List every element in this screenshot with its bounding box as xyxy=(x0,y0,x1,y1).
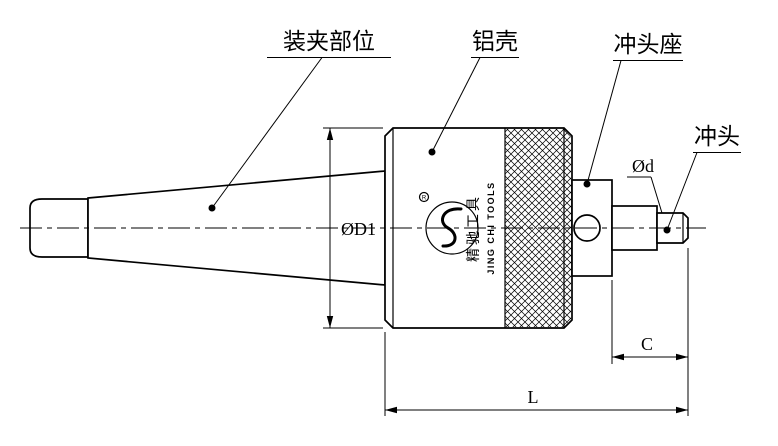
leader-dot xyxy=(208,204,216,212)
leader-line xyxy=(650,176,663,214)
callout-label: 冲头座 xyxy=(614,32,683,57)
callout-punch-seat: 冲头座 xyxy=(583,32,683,188)
arrow-down-icon xyxy=(326,316,334,328)
dim-label-c: C xyxy=(641,334,653,354)
leader-line xyxy=(666,152,698,231)
dimension-overall-length: L xyxy=(384,332,688,416)
callout-aluminum-shell: 铝壳 xyxy=(428,29,519,156)
arrow-left-icon xyxy=(612,353,624,361)
dim-label-d: Ød xyxy=(632,156,654,176)
leader-dot xyxy=(583,180,591,188)
leader-dot xyxy=(663,226,671,234)
dim-label-d1: ØD1 xyxy=(341,219,376,239)
callout-punch: 冲头 xyxy=(663,124,741,234)
callout-label: 铝壳 xyxy=(472,29,518,54)
leader-line xyxy=(431,57,481,153)
dim-label-l: L xyxy=(528,387,539,407)
arrow-up-icon xyxy=(326,128,334,140)
leader-line xyxy=(586,60,622,185)
arrow-right-icon xyxy=(676,406,688,414)
callout-clamping-area: 装夹部位 xyxy=(208,29,391,212)
dimension-punch-diameter: Ød xyxy=(627,156,663,214)
arrow-right-icon xyxy=(676,353,688,361)
dimension-punch-length: C xyxy=(611,248,689,416)
arrow-left-icon xyxy=(385,406,397,414)
leader-line xyxy=(211,57,323,209)
callout-label: 装夹部位 xyxy=(283,29,375,54)
registered-mark-icon xyxy=(418,191,430,203)
callout-label: 冲头 xyxy=(694,124,740,149)
dimension-body-diameter: ØD1 xyxy=(323,127,383,329)
registered-mark: R xyxy=(422,196,427,202)
leader-dot xyxy=(428,148,436,156)
